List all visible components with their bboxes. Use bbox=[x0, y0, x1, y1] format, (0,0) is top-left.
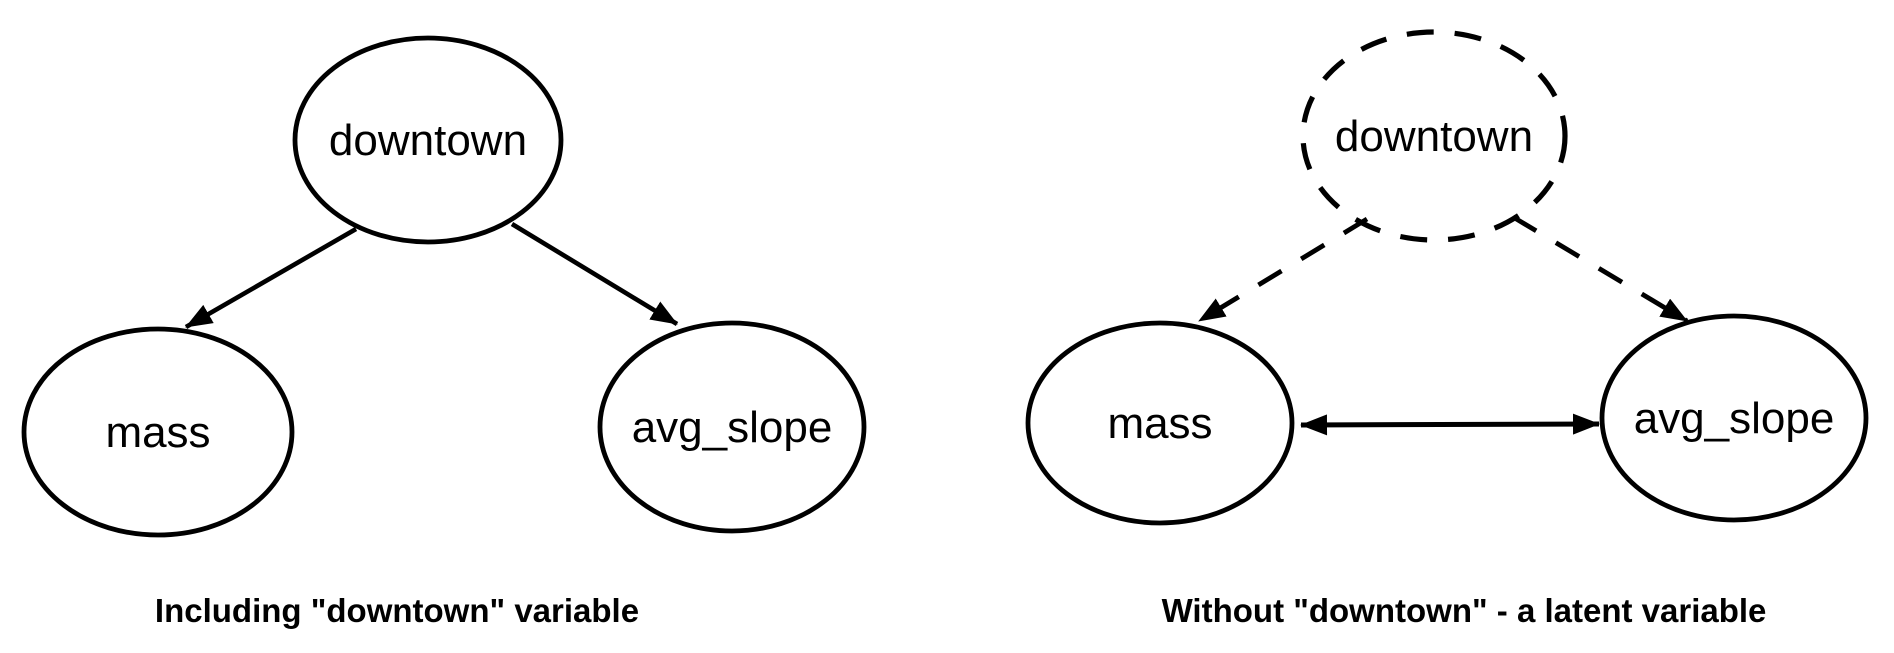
edge-mass-avg-slope-bidirectional bbox=[1300, 413, 1600, 436]
edge-latent-downtown-to-mass bbox=[1197, 216, 1369, 324]
node-avg-slope-ellipse bbox=[1599, 313, 1869, 523]
diagram-including-downtown: downtown mass avg_slope Including "downt… bbox=[21, 35, 867, 629]
node-latent-downtown-ellipse bbox=[1300, 29, 1568, 243]
node-latent-downtown-label: downtown bbox=[1335, 112, 1533, 161]
edge-downtown-to-avg-slope bbox=[510, 222, 679, 326]
node-mass-ellipse bbox=[21, 326, 295, 538]
edge-downtown-to-mass bbox=[184, 227, 358, 329]
node-avg-slope-ellipse bbox=[597, 320, 867, 534]
node-mass-label: mass bbox=[1107, 399, 1212, 448]
edge-latent-downtown-to-avg-slope bbox=[1511, 214, 1689, 324]
diagram-without-downtown: downtown mass avg_slope Without "downtow… bbox=[1025, 29, 1869, 629]
left-diagram-caption: Including "downtown" variable bbox=[155, 592, 639, 629]
right-diagram-caption: Without "downtown" - a latent variable bbox=[1162, 592, 1767, 629]
node-downtown-ellipse bbox=[292, 35, 564, 245]
node-mass-ellipse bbox=[1025, 320, 1295, 526]
node-avg-slope-label: avg_slope bbox=[632, 403, 833, 452]
node-mass-label: mass bbox=[105, 408, 210, 457]
node-downtown-label: downtown bbox=[329, 116, 527, 165]
node-avg-slope-label: avg_slope bbox=[1634, 394, 1835, 443]
